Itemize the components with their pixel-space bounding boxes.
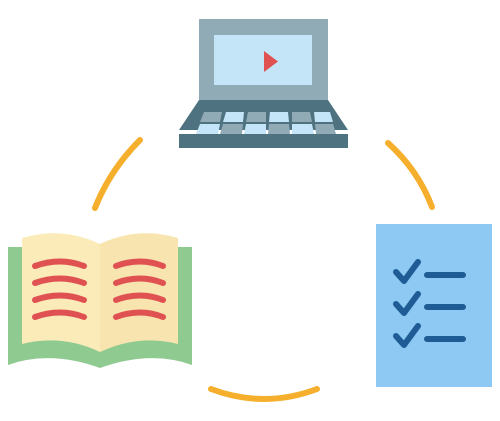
book-text-line bbox=[113, 275, 166, 286]
check-icon bbox=[393, 291, 421, 316]
cycle-arc-right bbox=[385, 140, 435, 210]
cycle-arc-bottom bbox=[208, 386, 320, 402]
check-icon bbox=[393, 323, 421, 348]
book-text-line bbox=[32, 258, 87, 269]
check-icon bbox=[393, 259, 421, 284]
book-text-line bbox=[32, 292, 87, 303]
book-text-line bbox=[32, 309, 87, 320]
open-book-icon bbox=[8, 233, 192, 368]
book-text-line bbox=[113, 292, 166, 303]
book-text-line bbox=[113, 258, 166, 269]
checklist-document-icon bbox=[376, 224, 492, 387]
cycle-arcs bbox=[92, 137, 435, 402]
cycle-arc-left bbox=[92, 137, 143, 211]
play-icon bbox=[264, 51, 278, 72]
laptop-keys bbox=[196, 112, 336, 134]
laptop-base bbox=[179, 134, 348, 148]
laptop-screen bbox=[214, 35, 312, 85]
book-text-line bbox=[32, 275, 87, 286]
book-text-lines bbox=[32, 258, 166, 320]
laptop-video-icon bbox=[179, 19, 348, 148]
book-text-line bbox=[113, 309, 166, 320]
checklist-marks bbox=[393, 259, 466, 348]
